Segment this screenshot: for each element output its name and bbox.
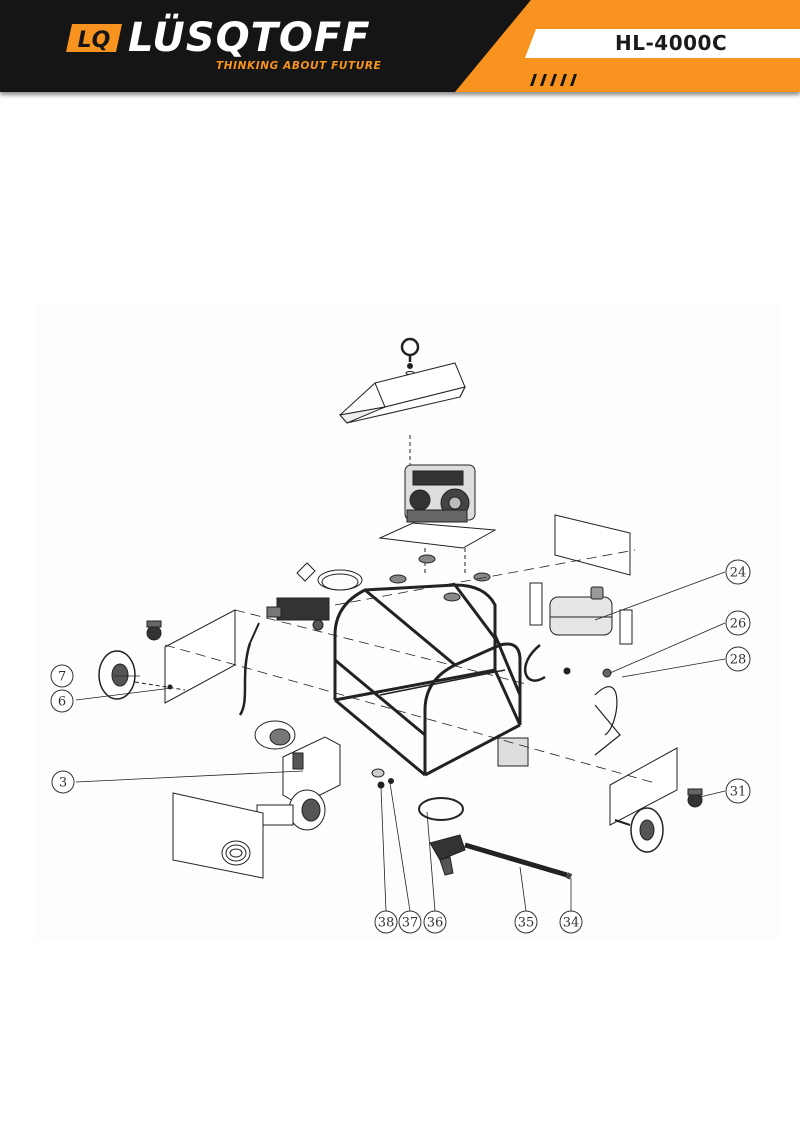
- decorative-stripes: [530, 74, 577, 86]
- model-box: [525, 29, 800, 58]
- engine-mount-plate: [378, 522, 497, 549]
- callout-label: 28: [730, 653, 747, 668]
- header-banner: HL-4000C LQ LÜSQTOFF THINKING ABOUT FUTU…: [0, 0, 800, 92]
- brand-logo-icon: LQ: [66, 24, 122, 53]
- callout-label: 38: [378, 916, 395, 931]
- callout-38: 38: [374, 910, 398, 934]
- left-side-panel: [164, 609, 236, 704]
- spray-gun: [429, 834, 573, 880]
- front-panel: [172, 792, 264, 879]
- callout-34: 34: [559, 910, 583, 934]
- left-wheel: [98, 650, 186, 700]
- left-castor-wheel: [146, 620, 162, 641]
- callout-6: 6: [50, 689, 74, 713]
- logo-mark-text: LQ: [78, 28, 111, 53]
- right-side-panel: [609, 747, 678, 826]
- hose-reel-lower: [256, 789, 326, 831]
- callout-label: 31: [730, 785, 747, 800]
- fuel-tank: [549, 586, 613, 636]
- callout-3: 3: [51, 770, 75, 794]
- pump-unit: [249, 597, 330, 644]
- top-cover-plate: [339, 362, 466, 475]
- callout-label: 26: [730, 617, 747, 632]
- callout-label: 35: [518, 916, 535, 931]
- main-frame: [333, 583, 522, 777]
- battery: [497, 737, 529, 767]
- o-ring: [418, 797, 464, 821]
- callout-label: 6: [58, 695, 66, 710]
- model-number: HL-4000C: [615, 31, 728, 55]
- callout-label: 34: [563, 916, 580, 931]
- brand-tagline: THINKING ABOUT FUTURE: [216, 60, 382, 72]
- right-castor-wheel: [687, 788, 703, 808]
- callout-31: 31: [725, 778, 751, 804]
- callout-37: 37: [398, 910, 422, 934]
- callout-label: 3: [59, 776, 67, 791]
- callout-label: 24: [730, 566, 747, 581]
- callout-label: 7: [58, 670, 66, 685]
- callout-35: 35: [514, 910, 538, 934]
- exploded-parts-diagram: 7 6 3 24 26 28 31 38 37 36 35 34: [35, 305, 780, 940]
- hose-reel-upper: [254, 720, 296, 750]
- engine-block: [404, 464, 476, 523]
- callout-label: 36: [427, 916, 444, 931]
- callout-24: 24: [725, 559, 751, 585]
- callout-26: 26: [725, 610, 751, 636]
- control-box: [282, 736, 341, 806]
- right-wheel: [614, 807, 664, 853]
- vibration-mounts: [389, 554, 491, 602]
- callout-36: 36: [423, 910, 447, 934]
- lifting-eye-icon: [400, 337, 420, 375]
- coiled-hose: [296, 562, 363, 591]
- brand-name: LÜSQTOFF: [128, 15, 371, 61]
- callout-7: 7: [50, 664, 74, 688]
- back-panel: [554, 514, 631, 576]
- callout-28: 28: [725, 646, 751, 672]
- callout-label: 37: [402, 916, 419, 931]
